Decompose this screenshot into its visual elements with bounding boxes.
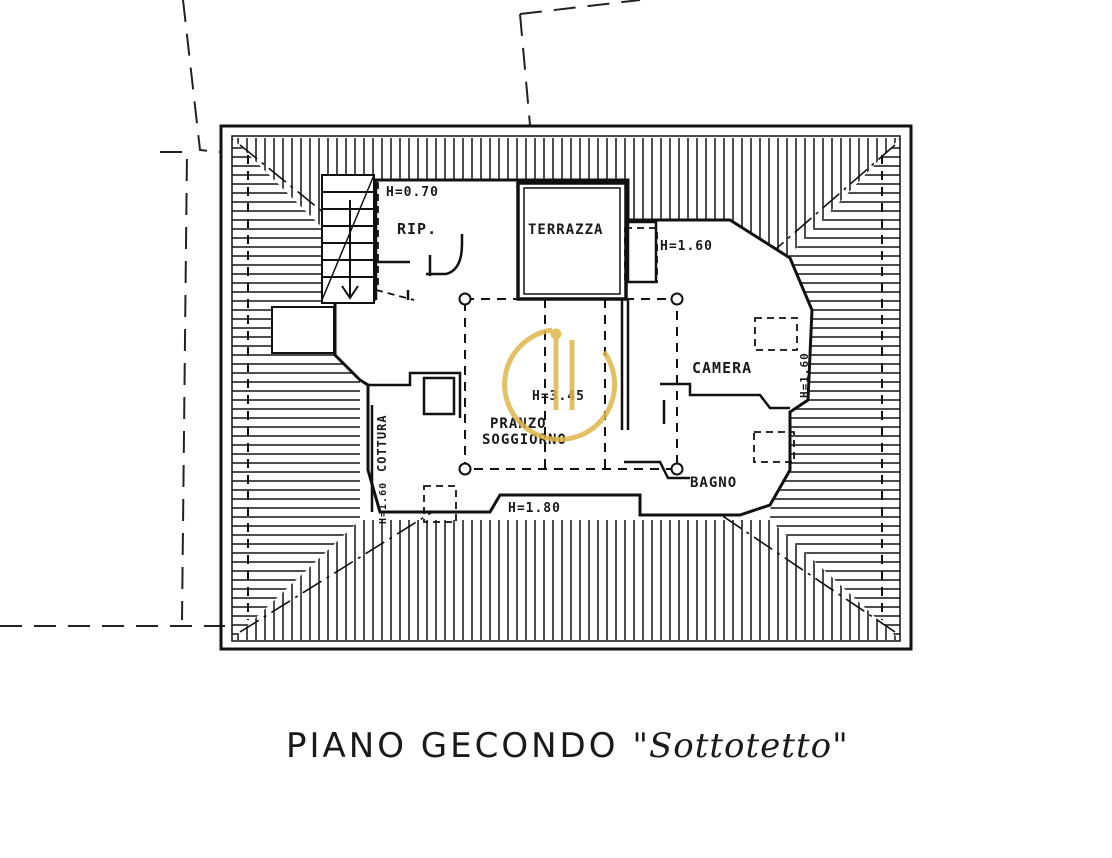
label-cottura: COTTURA [375, 414, 389, 472]
label-height-cottura: H=1.60 [378, 482, 389, 524]
drawing-title: PIANO GECONDO "Sottotetto" [286, 726, 926, 766]
drawing-title-sub: "Sottotetto" [632, 726, 849, 766]
label-camera: CAMERA [692, 359, 752, 377]
fixtures-dashed [375, 182, 798, 523]
chimney-left [271, 306, 335, 354]
interior-walls [368, 180, 790, 512]
label-height-terrazza: H=1.60 [660, 239, 713, 254]
drawing-title-main: PIANO GECONDO [286, 726, 619, 766]
label-rip: RIP. [397, 220, 437, 238]
label-terrazza: TERRAZZA [528, 222, 603, 238]
label-height-bottom: H=1.80 [508, 501, 561, 516]
label-height-camera: H=1.60 [798, 352, 811, 398]
column-markers [458, 292, 684, 476]
label-bagno: BAGNO [690, 475, 737, 491]
roof-outline [219, 124, 913, 651]
label-pranzo: PRANZO [490, 416, 547, 432]
site-boundary [0, 0, 641, 627]
watermark-logo [502, 327, 618, 442]
staircase [321, 174, 375, 304]
label-height-rip: H=0.70 [386, 185, 439, 200]
roof-projection [247, 155, 883, 620]
